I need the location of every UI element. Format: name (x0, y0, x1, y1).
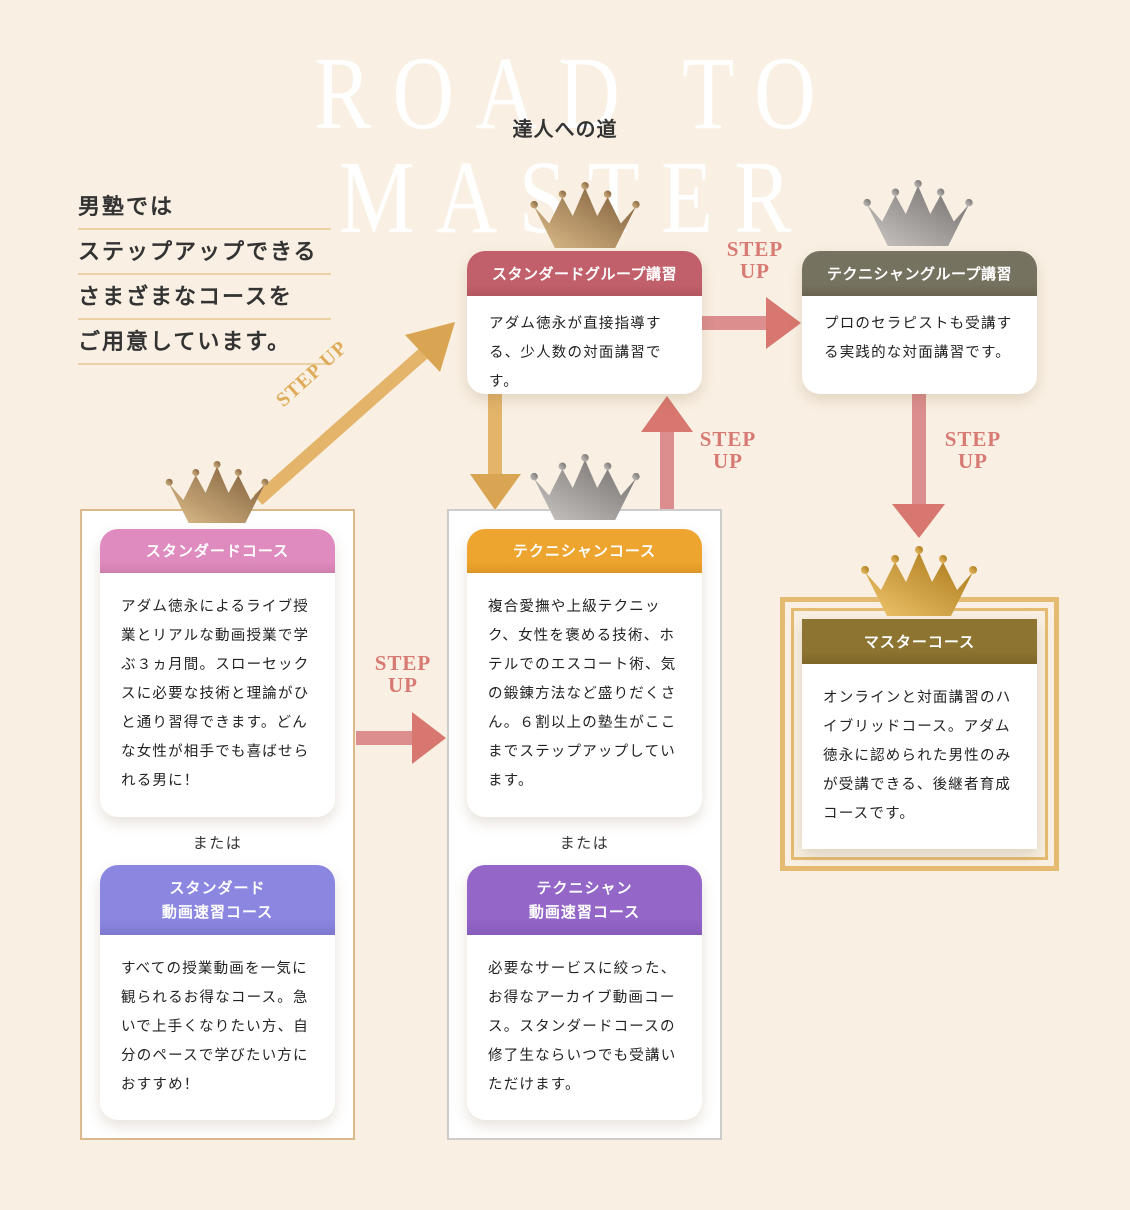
or-label: または (192, 834, 243, 852)
course-title: マスターコース (802, 619, 1037, 664)
course-title: テクニシャンコース (467, 529, 702, 573)
course-card-technician[interactable]: テクニシャンコース 複合愛撫や上級テクニック、女性を褒める技術、ホテルでのエスコ… (467, 529, 702, 817)
course-title: スタンダードコース (100, 529, 335, 573)
course-description: オンラインと対面講習のハイブリッドコース。アダム徳永に認められた男性のみが受講で… (823, 690, 1012, 822)
course-card-standard-video[interactable]: スタンダード 動画速習コース すべての授業動画を一気に観られるお得なコース。急い… (100, 865, 335, 1120)
course-description: 複合愛撫や上級テクニック、女性を褒める技術、ホテルでのエスコート術、気の鍛錬方法… (488, 599, 677, 789)
course-description: 必要なサービスに絞った、お得なアーカイブ動画コース。スタンダードコースの修了生な… (488, 961, 677, 1093)
step-up-label: STEP UP (368, 652, 438, 696)
step-up-label: STEP UP (720, 238, 790, 282)
step-label-line: UP (958, 449, 988, 473)
intro-line: 男塾では (78, 185, 331, 230)
arrow-down-icon (470, 394, 521, 510)
course-title: スタンダード 動画速習コース (100, 865, 335, 935)
course-title: テクニシャン 動画速習コース (467, 865, 702, 935)
step-label-line: UP (740, 259, 770, 283)
intro-line: ご用意しています。 (78, 320, 331, 365)
step-label-line: STEP (944, 427, 1002, 451)
course-card-standard[interactable]: スタンダードコース アダム徳永によるライブ授業とリアルな動画授業で学ぶ３ヵ月間。… (100, 529, 335, 817)
intro-line: さまざまなコースを (78, 275, 331, 320)
step-label-line: STEP (699, 427, 757, 451)
course-title-line: スタンダード (169, 879, 266, 897)
course-title: テクニシャングループ講習 (802, 251, 1037, 296)
step-up-label: STEP UP (938, 428, 1008, 472)
page-subtitle: 達人への道 (512, 117, 618, 141)
course-description: すべての授業動画を一気に観られるお得なコース。急いで上手くなりたい方、自分のペー… (121, 961, 309, 1093)
or-label: または (559, 834, 610, 852)
intro-line: ステップアップできる (78, 230, 331, 275)
crown-icon (157, 461, 277, 523)
course-card-master[interactable]: マスターコース オンラインと対面講習のハイブリッドコース。アダム徳永に認められた… (802, 619, 1037, 849)
hero-title: ROAD TO MASTER (314, 36, 838, 255)
step-label-line: STEP (726, 237, 784, 261)
course-description: アダム徳永によるライブ授業とリアルな動画授業で学ぶ３ヵ月間。スローセックスに必要… (121, 599, 310, 789)
arrow-down-icon (892, 394, 945, 538)
step-label-line: UP (388, 673, 418, 697)
course-card-technician-video[interactable]: テクニシャン 動画速習コース 必要なサービスに絞った、お得なアーカイブ動画コース… (467, 865, 702, 1120)
step-label-line: UP (713, 449, 743, 473)
step-label-line: STEP (374, 651, 432, 675)
arrow-right-icon (702, 297, 801, 349)
step-up-label: STEP UP (693, 428, 763, 472)
crown-icon (859, 546, 979, 616)
arrow-up-icon (641, 396, 693, 510)
crown-icon (525, 182, 645, 248)
course-title-line: 動画速習コース (528, 903, 641, 921)
arrow-right-icon (356, 712, 446, 764)
intro-text: 男塾では ステップアップできる さまざまなコースを ご用意しています。 (78, 185, 331, 365)
course-title-line: 動画速習コース (161, 903, 274, 921)
crown-icon (525, 454, 645, 520)
course-description: アダム徳永が直接指導する、少人数の対面講習です。 (489, 316, 662, 390)
course-title-line: テクニシャン (536, 879, 633, 897)
course-card-technician-group[interactable]: テクニシャングループ講習 プロのセラピストも受講する実践的な対面講習です。 (802, 251, 1037, 394)
course-title: スタンダードグループ講習 (467, 251, 702, 296)
arrow-diagonal-icon (253, 322, 455, 505)
course-description: プロのセラピストも受講する実践的な対面講習です。 (824, 316, 1013, 361)
crown-icon (858, 180, 978, 246)
course-card-standard-group[interactable]: スタンダードグループ講習 アダム徳永が直接指導する、少人数の対面講習です。 (467, 251, 702, 394)
